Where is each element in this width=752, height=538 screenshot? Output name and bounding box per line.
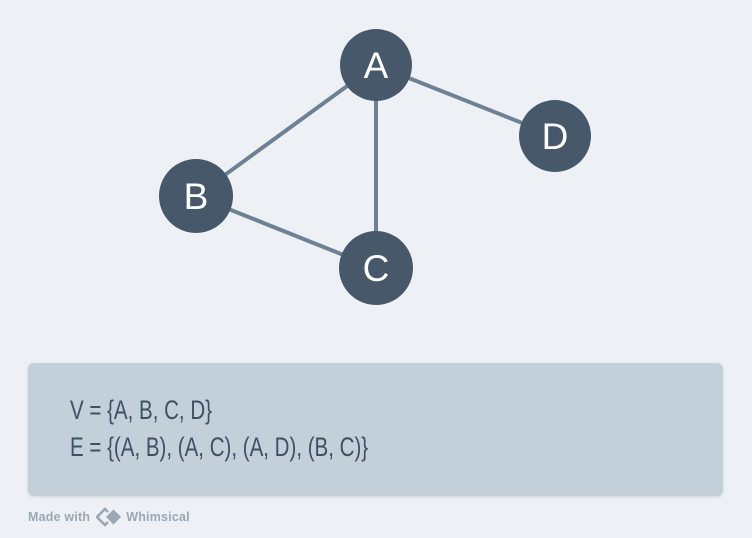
edge-set-line: E = {(A, B), (A, C), (A, D), (B, C)} [70, 429, 723, 466]
node-c: C [339, 231, 413, 305]
whimsical-logo-icon [96, 507, 124, 527]
made-with-whimsical-link[interactable]: Made with Whimsical [28, 506, 190, 528]
node-a-circle [340, 29, 412, 101]
node-c-label: C [363, 248, 390, 289]
node-b-circle [159, 159, 233, 233]
made-with-label: Made with [28, 510, 91, 524]
node-d-circle [519, 100, 591, 172]
node-c-circle [339, 231, 413, 305]
graph-diagram: A B C D [159, 29, 591, 305]
edge-a-b [194, 63, 378, 198]
vertex-set-text: V = {A, B, C, D} [70, 395, 213, 425]
node-b-label: B [184, 176, 209, 217]
node-b: B [159, 159, 233, 233]
edge-set-text: E = {(A, B), (A, C), (A, D), (B, C)} [70, 432, 369, 462]
vertex-set-line: V = {A, B, C, D} [70, 392, 723, 429]
node-a: A [340, 29, 412, 101]
node-d: D [519, 100, 591, 172]
formula-panel: V = {A, B, C, D} E = {(A, B), (A, C), (A… [28, 363, 723, 496]
whimsical-brand-label: Whimsical [126, 510, 190, 524]
node-a-label: A [364, 45, 389, 86]
node-d-label: D [542, 116, 569, 157]
